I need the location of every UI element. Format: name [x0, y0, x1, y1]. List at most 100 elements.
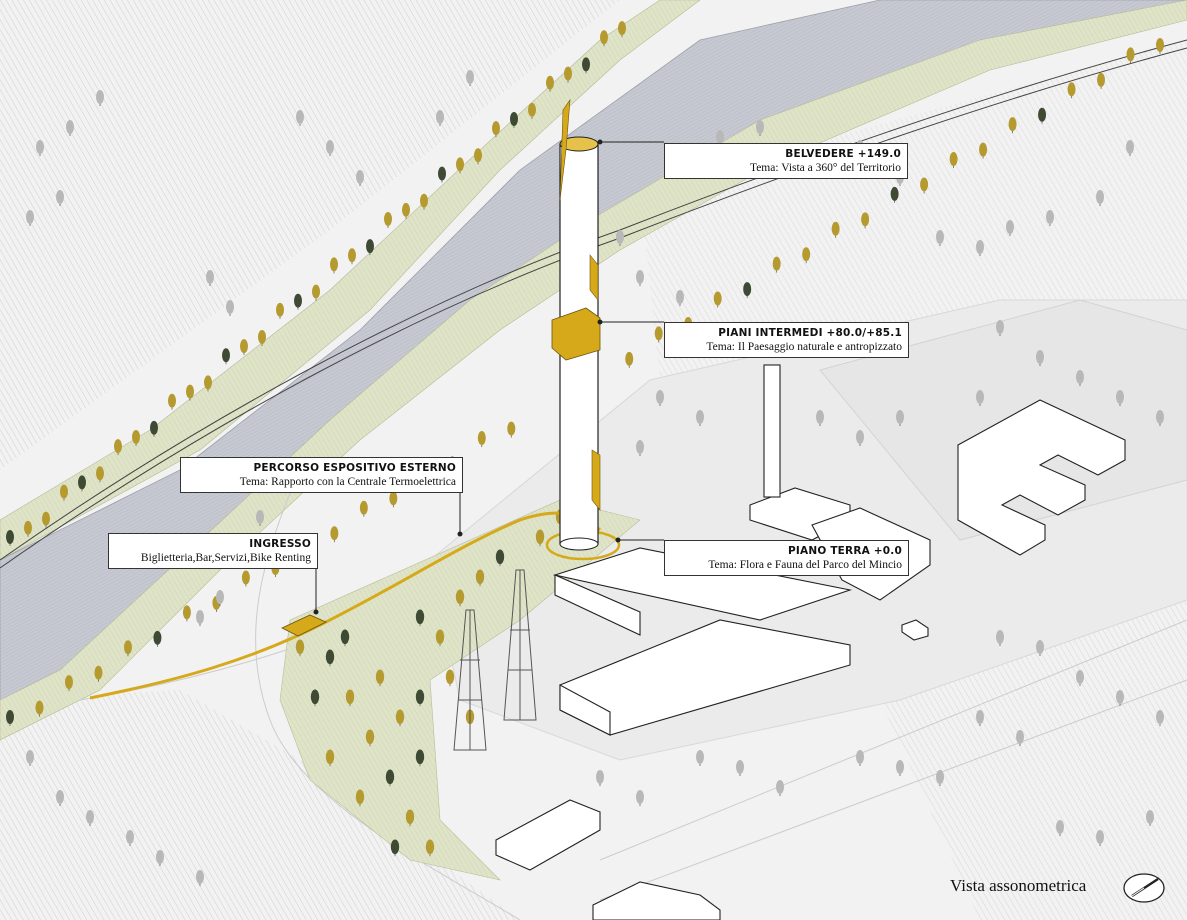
callout-piano-terra-title: PIANO TERRA +0.0 — [788, 545, 902, 557]
tree — [359, 500, 368, 517]
tree — [696, 410, 704, 426]
tree — [86, 810, 94, 826]
tree — [743, 282, 752, 299]
tree — [325, 749, 335, 767]
tree — [1126, 47, 1135, 64]
tree — [156, 850, 164, 866]
tree — [528, 102, 536, 119]
tree — [996, 320, 1004, 336]
tree — [600, 30, 608, 47]
tree — [325, 649, 335, 667]
tree — [294, 293, 302, 310]
tree — [64, 675, 73, 692]
tree — [345, 689, 355, 707]
tree — [625, 351, 634, 368]
tree — [216, 590, 224, 606]
tree — [676, 290, 684, 306]
tree — [477, 431, 486, 448]
main-chimney — [551, 98, 601, 551]
tree — [976, 710, 984, 726]
tree — [1146, 810, 1154, 826]
tree — [507, 421, 516, 438]
tree — [654, 326, 663, 343]
tree — [1097, 72, 1106, 89]
tree — [415, 689, 425, 707]
tree — [153, 630, 162, 647]
tree — [1116, 390, 1124, 406]
tree — [436, 110, 444, 126]
tree — [979, 142, 988, 159]
tree — [656, 390, 664, 406]
tree — [96, 466, 104, 483]
tree — [616, 230, 624, 246]
tree — [132, 430, 140, 446]
tree — [713, 291, 722, 308]
tree — [776, 780, 784, 796]
tree — [226, 300, 234, 316]
tree — [168, 393, 176, 410]
tree — [240, 339, 248, 356]
tree — [295, 639, 305, 657]
tree — [415, 609, 425, 627]
tree — [495, 549, 505, 567]
tree — [890, 186, 899, 203]
tree — [996, 630, 1004, 646]
tree — [150, 420, 158, 437]
tree — [1096, 830, 1104, 846]
tree — [1076, 370, 1084, 386]
tree — [896, 410, 904, 426]
tree — [861, 212, 870, 229]
callout-percorso-title: PERCORSO ESPOSITIVO ESTERNO — [253, 462, 456, 474]
tree — [42, 511, 50, 528]
tree — [94, 665, 103, 682]
tree — [920, 177, 929, 194]
callout-piano-terra: PIANO TERRA +0.0 Tema: Flora e Fauna del… — [664, 540, 909, 576]
entrance-pavilion — [281, 614, 327, 637]
callout-percorso: PERCORSO ESPOSITIVO ESTERNO Tema: Rappor… — [180, 457, 463, 493]
tree — [456, 157, 464, 174]
tree — [389, 491, 398, 508]
tree — [474, 148, 482, 165]
tree — [1156, 710, 1164, 726]
tree — [355, 789, 365, 807]
callout-piani-intermedi-title: PIANI INTERMEDI +80.0/+85.1 — [718, 327, 902, 339]
tree — [6, 710, 14, 726]
callout-ingresso-title: INGRESSO — [249, 538, 311, 550]
tree — [60, 484, 68, 501]
tree — [1056, 820, 1064, 836]
tree — [535, 529, 545, 547]
callout-piani-intermedi: PIANI INTERMEDI +80.0/+85.1 Tema: Il Pae… — [664, 322, 909, 358]
tree — [475, 569, 485, 587]
tree — [385, 769, 395, 787]
tree — [772, 256, 781, 273]
tree — [256, 510, 264, 526]
tree — [936, 230, 944, 246]
callout-belvedere: BELVEDERE +149.0 Tema: Vista a 360° del … — [664, 143, 908, 179]
tree — [365, 729, 375, 747]
callout-piani-intermedi-subtitle: Tema: Il Paesaggio naturale e antropizza… — [706, 341, 902, 353]
tree — [24, 520, 32, 537]
tree — [196, 870, 204, 886]
tree — [636, 440, 644, 456]
tree — [326, 140, 334, 156]
tree — [420, 193, 428, 210]
callout-ingresso-subtitle: Biglietteria,Bar,Servizi,Bike Renting — [140, 552, 311, 564]
tree — [1036, 350, 1044, 366]
park — [279, 499, 641, 881]
tree — [366, 239, 374, 256]
trees — [6, 21, 1164, 886]
north-arrow-icon — [1123, 873, 1165, 903]
callout-belvedere-subtitle: Tema: Vista a 360° del Territorio — [749, 162, 901, 174]
tree — [310, 689, 320, 707]
tree — [276, 302, 284, 319]
tree — [564, 66, 572, 83]
tree — [1016, 730, 1024, 746]
tree — [1126, 140, 1134, 156]
tree — [1156, 38, 1164, 54]
tree — [258, 330, 266, 346]
tree — [35, 700, 44, 717]
tree — [330, 257, 338, 274]
tree — [56, 190, 64, 206]
tree — [1036, 640, 1044, 656]
tree — [636, 790, 644, 806]
